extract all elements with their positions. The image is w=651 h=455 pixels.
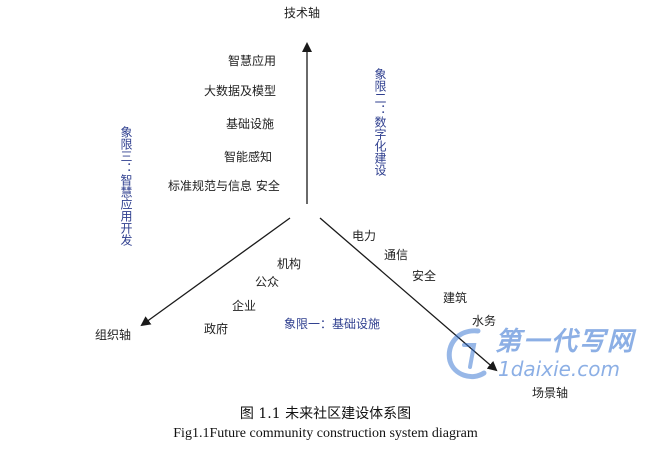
org-axis-label: 组织轴 [95,328,132,342]
scene-axis-label: 场景轴 [532,386,569,400]
tech-item-smart-sensing: 智能感知 [224,150,273,164]
org-axis-line [140,217,291,327]
quadrant-one-label: 象限一：基础设施 [284,317,381,331]
scene-item-safety: 安全 [412,269,437,283]
org-item-enterprise: 企业 [232,299,257,313]
tech-item-big-data-model: 大数据及模型 [204,84,277,98]
figure-caption-en: Fig1.1Future community construction syst… [173,426,478,441]
org-item-government: 政府 [204,322,229,336]
watermark-text-en: 1daixie.com [498,357,621,381]
tech-axis-label: 技术轴 [284,6,321,20]
scene-item-building: 建筑 [443,291,468,305]
figure-caption-cn: 图 1.1 未来社区建设体系图 [239,406,412,422]
scene-item-power: 电力 [352,229,377,243]
watermark-logo [440,323,645,385]
tech-item-smart-application: 智慧应用 [228,54,277,68]
org-item-institution: 机构 [277,257,302,271]
org-item-public: 公众 [255,275,280,289]
watermark-text-cn: 第一代写网 [495,327,636,357]
quadrant-three-label: 象限三：智慧应用开发 [119,126,133,246]
watermark-swirl-icon [446,328,487,379]
quadrant-two-label: 象限二：数字化建设 [373,68,387,176]
scene-item-water: 水务 [472,314,497,328]
scene-item-telecom: 通信 [384,248,409,262]
tech-item-infrastructure: 基础设施 [226,117,275,131]
tech-item-standards-security: 标准规范与信息 安全 [168,179,280,193]
